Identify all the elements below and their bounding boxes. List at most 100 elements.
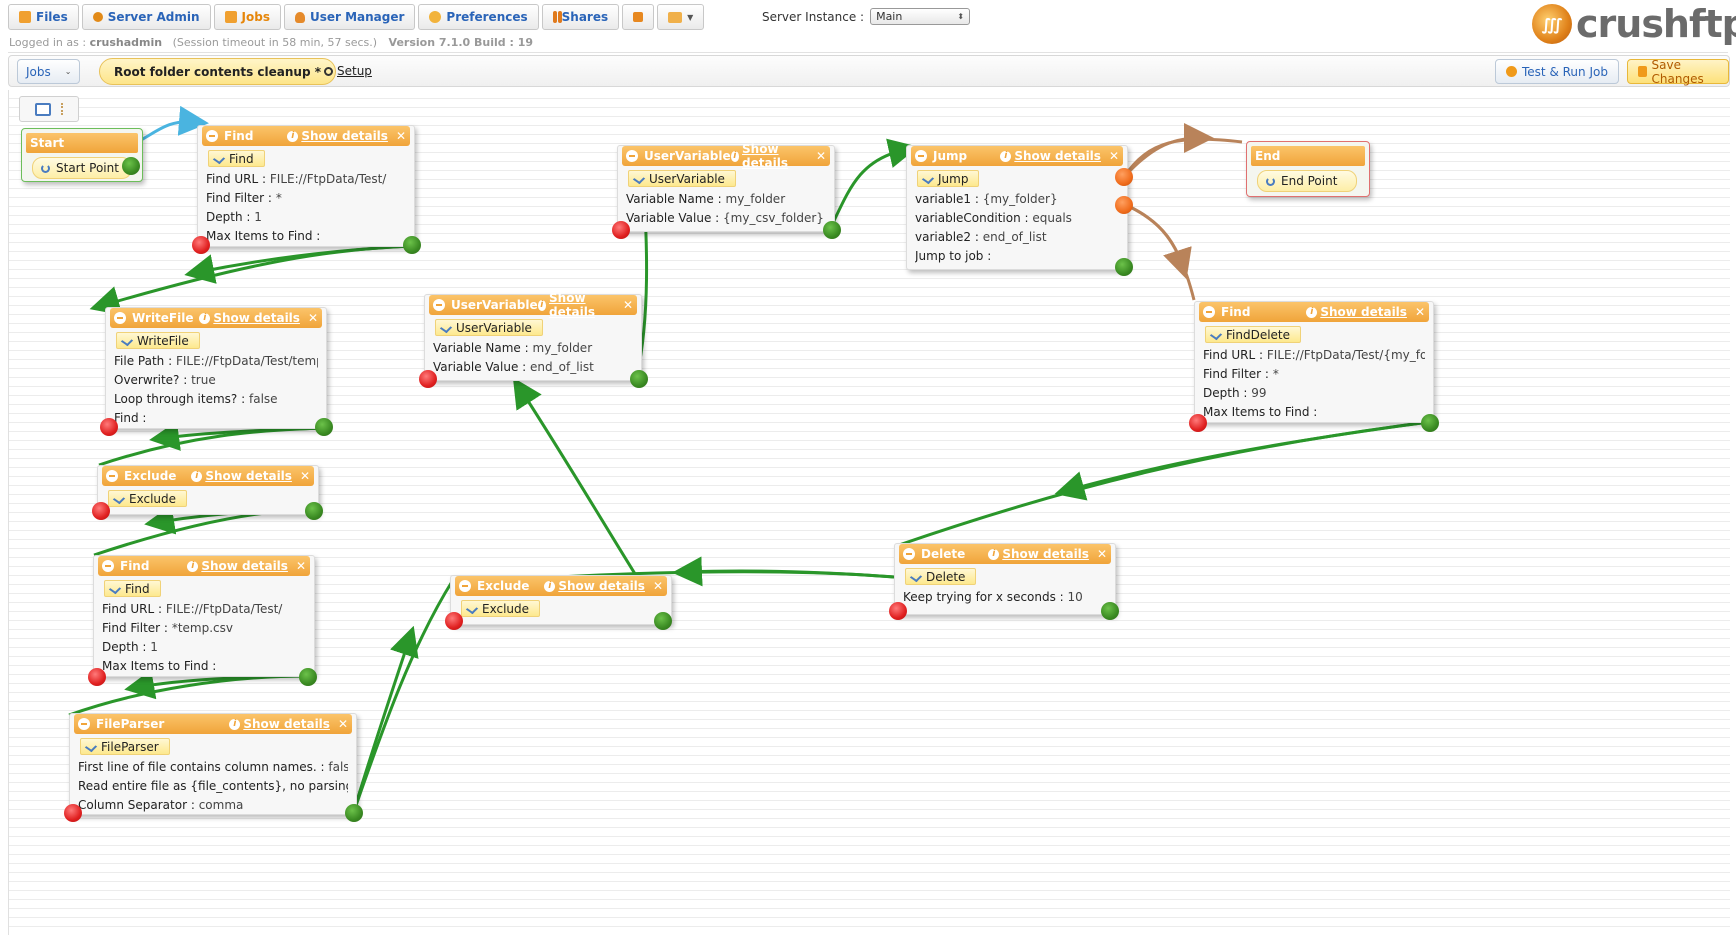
collapse-icon[interactable] xyxy=(1203,306,1215,318)
start-node-header[interactable]: Start xyxy=(26,133,138,153)
task-name-tag[interactable]: Find xyxy=(104,580,161,597)
start-node[interactable]: Start Start Point xyxy=(21,128,143,182)
task-name-tag[interactable]: UserVariable xyxy=(435,319,543,336)
task-name-tag[interactable]: WriteFile xyxy=(116,332,200,349)
failure-port[interactable] xyxy=(92,502,110,520)
collapse-icon[interactable] xyxy=(106,470,118,482)
collapse-icon[interactable] xyxy=(78,718,90,730)
setup-link[interactable]: Setup xyxy=(324,64,372,78)
task-name-tag[interactable]: Delete xyxy=(905,568,977,585)
failure-port[interactable] xyxy=(64,804,82,822)
success-port[interactable] xyxy=(1115,258,1133,276)
collapse-icon[interactable] xyxy=(626,150,638,162)
success-port[interactable] xyxy=(1421,414,1439,432)
collapse-icon[interactable] xyxy=(433,299,445,311)
end-point-pill[interactable]: End Point xyxy=(1257,170,1357,192)
test-run-job-button[interactable]: Test & Run Job xyxy=(1495,59,1619,84)
success-port[interactable] xyxy=(305,502,323,520)
close-icon[interactable]: ✕ xyxy=(1414,305,1425,319)
failure-port[interactable] xyxy=(612,221,630,239)
success-port[interactable] xyxy=(315,418,333,436)
task-name-tag[interactable]: UserVariable xyxy=(628,170,736,187)
tab-server-admin[interactable]: Server Admin xyxy=(81,4,211,30)
failure-port[interactable] xyxy=(889,602,907,620)
save-changes-button[interactable]: Save Changes xyxy=(1627,58,1729,86)
close-icon[interactable]: ✕ xyxy=(815,149,826,163)
failure-port[interactable] xyxy=(100,418,118,436)
success-port[interactable] xyxy=(823,221,841,239)
close-icon[interactable]: ✕ xyxy=(295,559,306,573)
start-output-port[interactable] xyxy=(122,157,140,175)
success-port[interactable] xyxy=(1101,602,1119,620)
success-port[interactable] xyxy=(299,668,317,686)
task-name-tag[interactable]: FileParser xyxy=(80,738,170,755)
jump-false-port[interactable] xyxy=(1115,196,1133,214)
failure-port[interactable] xyxy=(445,612,463,630)
failure-port[interactable] xyxy=(192,236,210,254)
tab-files[interactable]: Files xyxy=(8,4,79,30)
failure-port[interactable] xyxy=(419,370,437,388)
job-name-pill[interactable]: Root folder contents cleanup * xyxy=(99,58,337,85)
end-node-header[interactable]: End xyxy=(1251,146,1365,166)
close-icon[interactable]: ✕ xyxy=(395,129,406,143)
close-icon[interactable]: ✕ xyxy=(337,717,348,731)
tab-user-manager[interactable]: User Manager xyxy=(283,4,416,30)
tab-image-menu[interactable]: ▼ xyxy=(657,4,705,30)
tab-jobs[interactable]: Jobs xyxy=(213,4,281,30)
task-name-tag[interactable]: Exclude xyxy=(461,600,541,617)
add-task-icon[interactable] xyxy=(35,102,51,116)
failure-port[interactable] xyxy=(88,668,106,686)
success-port[interactable] xyxy=(345,804,363,822)
collapse-icon[interactable] xyxy=(903,548,915,560)
success-port[interactable] xyxy=(630,370,648,388)
tab-locks[interactable] xyxy=(622,4,655,30)
collapse-icon[interactable] xyxy=(102,560,114,572)
task-name-tag[interactable]: FindDelete xyxy=(1205,326,1302,343)
task-name-tag[interactable]: Find xyxy=(208,150,265,167)
success-port[interactable] xyxy=(654,612,672,630)
jump-true-port[interactable] xyxy=(1115,168,1133,186)
collapse-icon[interactable] xyxy=(915,150,927,162)
close-icon[interactable]: ✕ xyxy=(622,298,633,312)
server-instance-select[interactable]: Main ⬍ xyxy=(870,8,971,25)
close-icon[interactable]: ✕ xyxy=(652,579,663,593)
collapse-icon[interactable] xyxy=(459,580,471,592)
jobs-dropdown-button[interactable]: Jobs ⌄ xyxy=(17,59,81,84)
task-name-tag[interactable]: Exclude xyxy=(108,490,188,507)
close-icon[interactable]: ✕ xyxy=(299,469,310,483)
success-port[interactable] xyxy=(403,236,421,254)
collapse-icon[interactable] xyxy=(206,130,218,142)
tab-shares[interactable]: Shares xyxy=(541,4,620,30)
tab-preferences[interactable]: Preferences xyxy=(418,4,539,30)
start-point-pill[interactable]: Start Point xyxy=(32,157,132,179)
drag-handle-icon[interactable] xyxy=(61,103,63,115)
